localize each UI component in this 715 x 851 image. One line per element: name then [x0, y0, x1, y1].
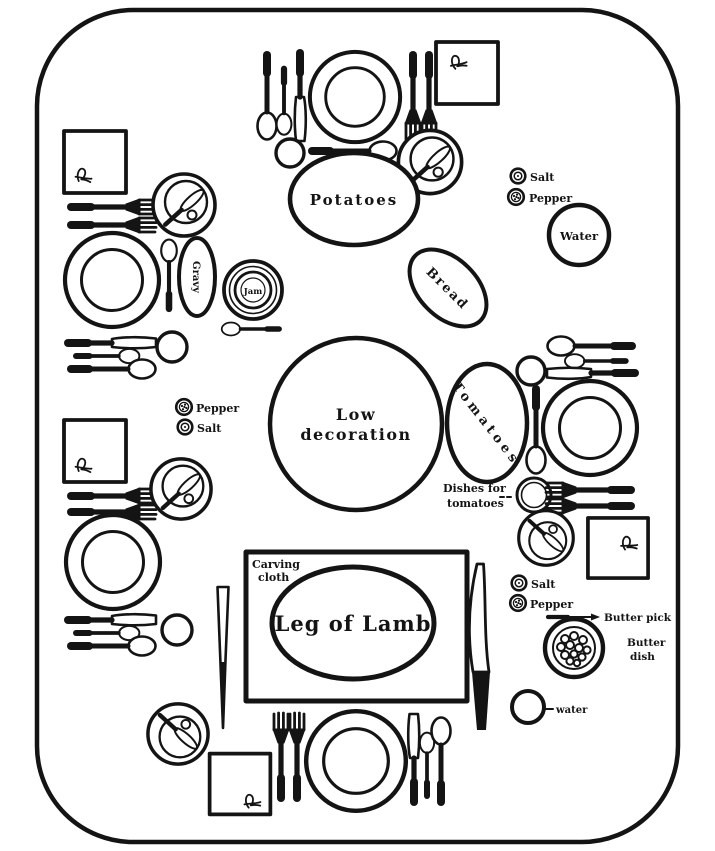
tomato-dishes-label-line1: Dishes for	[443, 482, 506, 495]
pepper-shaker-icon	[174, 397, 194, 417]
napkin	[207, 751, 273, 817]
dessert-spoon	[420, 733, 434, 796]
salt-shaker-icon	[510, 574, 528, 592]
butter-dish-label-line1: Butter	[627, 637, 666, 649]
knife	[408, 714, 419, 802]
spoon	[71, 637, 156, 656]
jam-label: Jam	[243, 287, 263, 297]
napkin	[62, 418, 128, 484]
place-setting-left-lower	[62, 418, 211, 656]
butter-balls-icon	[556, 631, 592, 668]
salt-shaker-icon	[509, 167, 527, 185]
place-setting-top	[258, 40, 500, 194]
fork	[405, 55, 421, 140]
spoon	[71, 360, 156, 379]
butter-pick-label: Butter pick	[604, 612, 672, 624]
fork	[289, 713, 305, 798]
leg-of-lamb-label: Leg of Lamb	[275, 611, 432, 636]
gravy-label: Gravy	[190, 261, 201, 294]
pepper-label: Pepper	[529, 192, 572, 205]
tomato-dishes: Dishes for tomatoes	[443, 476, 553, 514]
carving-cloth: Carving cloth Leg of Lamb	[243, 549, 470, 704]
dinner-plate	[306, 711, 406, 811]
fork	[546, 498, 631, 514]
fork	[71, 199, 156, 215]
dessert-spoon	[277, 69, 292, 135]
salt-shaker-icon	[176, 418, 194, 436]
condiments-bottom-right: Salt Pepper	[508, 574, 573, 613]
table-edge	[34, 7, 681, 845]
water-glass-label: water	[555, 705, 588, 716]
bread-plate	[516, 508, 576, 568]
fork	[71, 488, 156, 504]
napkin	[434, 40, 500, 106]
fork	[71, 217, 156, 233]
bread-plate	[153, 174, 215, 236]
knife	[68, 614, 156, 625]
carving-knife	[468, 562, 491, 730]
napkin	[62, 129, 128, 195]
dessert-spoon	[565, 354, 626, 368]
carving-cloth-label-line2: cloth	[258, 571, 289, 584]
knife	[547, 368, 635, 379]
dessert-spoon	[76, 349, 139, 363]
butter-dish-label-line2: dish	[630, 651, 655, 663]
knife	[68, 337, 156, 348]
dinner-plate	[543, 381, 637, 475]
pepper-label: Pepper	[196, 402, 239, 415]
water-glass-small: water	[510, 689, 588, 725]
dinner-plate	[65, 233, 159, 327]
butter-pick: Butter pick	[545, 612, 672, 624]
knife	[295, 53, 306, 141]
salt-label: Salt	[531, 578, 556, 591]
butter-dish: Butter dish	[542, 616, 666, 680]
water-pitcher	[546, 202, 612, 268]
potatoes-dish: Potatoes	[287, 150, 421, 248]
glass	[155, 330, 189, 364]
salt-label: Salt	[530, 171, 555, 184]
carving-steel	[216, 585, 230, 730]
centerpiece-label-line1: Low	[336, 405, 376, 424]
condiments-top-right: Salt Pepper Water	[506, 167, 612, 268]
bread-dish: Bread	[407, 247, 489, 329]
pepper-label: Pepper	[530, 598, 573, 611]
fork	[546, 482, 631, 498]
place-setting-left-upper	[62, 129, 215, 379]
pepper-shaker-icon	[508, 593, 528, 613]
spoon	[161, 240, 177, 309]
spoon	[258, 55, 277, 140]
jam-spoon	[222, 323, 279, 336]
glass	[274, 137, 306, 169]
condiments-left: Pepper Salt	[174, 397, 239, 436]
pepper-shaker-icon	[506, 187, 526, 207]
glass	[515, 355, 547, 387]
centerpiece-label-line2: decoration	[300, 425, 411, 444]
spoon	[432, 718, 451, 803]
salt-label: Salt	[197, 422, 222, 435]
bread-plate	[148, 704, 208, 764]
place-setting-bottom	[148, 704, 451, 817]
leg-of-lamb-platter	[269, 564, 437, 682]
tomato-dishes-label-line2: tomatoes	[447, 497, 504, 510]
glass	[160, 613, 194, 647]
carving-cloth-label-line1: Carving	[252, 558, 300, 571]
dinner-plate	[310, 52, 400, 142]
spoon	[548, 337, 633, 356]
tomatoes-dish: Tomatoes	[444, 361, 530, 485]
water-pitcher-label: Water	[559, 229, 599, 243]
fork	[273, 713, 289, 798]
centerpiece: Low decoration	[267, 335, 445, 513]
dessert-spoon	[76, 626, 139, 640]
bread-plate	[151, 459, 211, 519]
dinner-plate	[66, 515, 160, 609]
napkin	[586, 516, 650, 580]
gravy-boat: Gravy	[177, 236, 217, 318]
jam-dish: Jam	[222, 259, 284, 336]
potatoes-label: Potatoes	[310, 191, 398, 209]
